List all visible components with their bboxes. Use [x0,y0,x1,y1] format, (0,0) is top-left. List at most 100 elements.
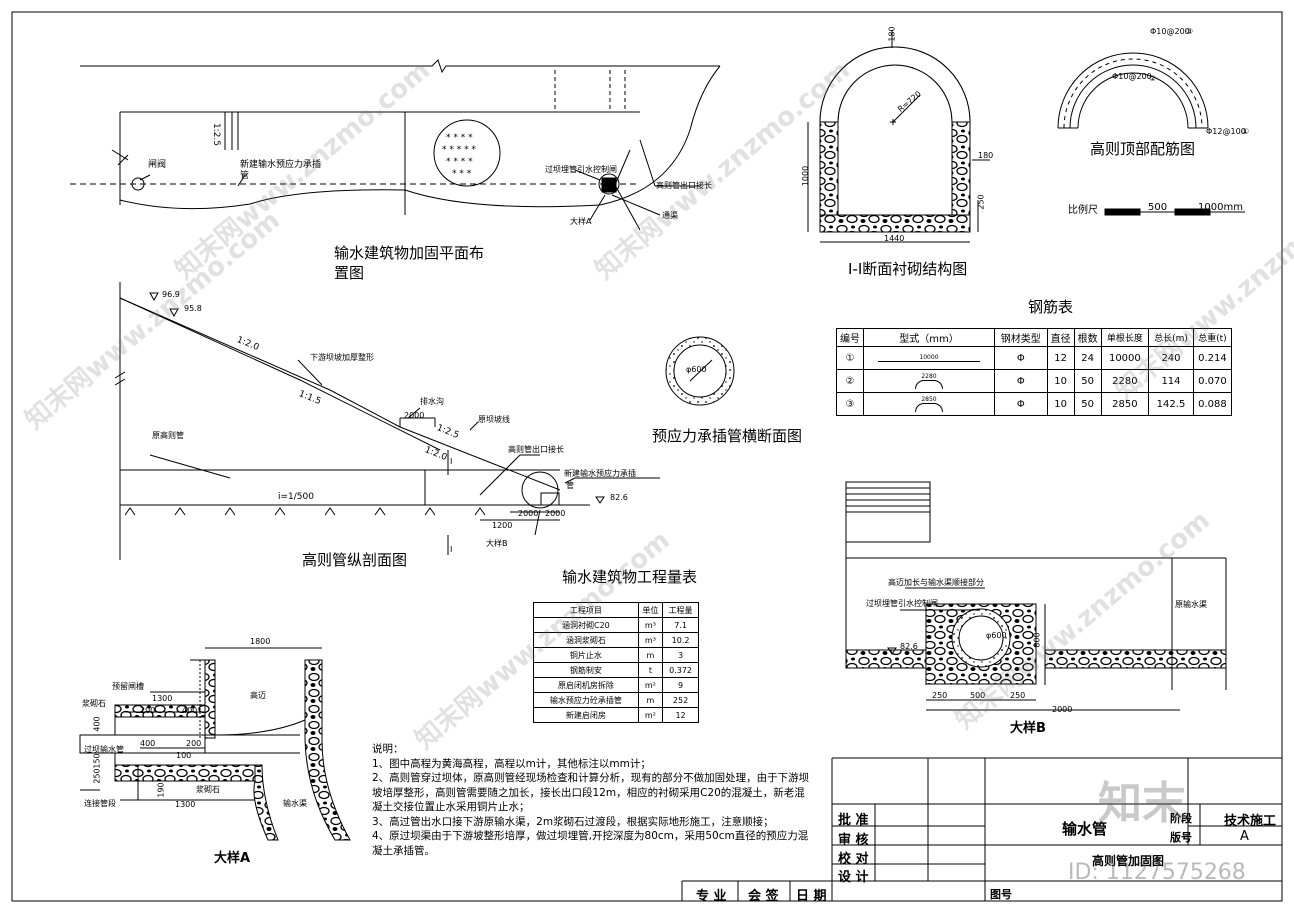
rebar-header: 型式（mm） [862,328,995,347]
plan-title: 输水建筑物加固平面布 [334,244,485,262]
svg-text:* * *: * * * [452,169,472,179]
detail-a-dim-200b: 200 [186,739,202,748]
rebar-header: 直径 [1046,328,1075,347]
slope-note: 下游坝坡加厚整形 [310,353,374,362]
notes: 说明： 1、图中高程为黄海高程，高程以m计，其他标注以mm计； 2、高则管穿过坝… [372,742,812,858]
detail-b-top-label: 高迈加长与输水渠顺接部分 [888,578,984,587]
dim-3: 1200 [492,521,513,530]
section-dim-top: 180 [887,26,897,42]
detail-a-dim-1300b: 1300 [175,800,196,809]
rebar-table: 编号 型式（mm） 钢材类型 直径 根数 单根长度 总长(m) 总重(t) ① … [836,328,1233,416]
longitudinal-title: 高则管纵剖面图 [302,551,408,569]
rebar-dia: 10 [1046,392,1075,416]
dim-2: 2000 [545,509,566,518]
rebar-top-title: 高则顶部配筋图 [1090,140,1196,158]
detail-a-dim-1800: 1800 [250,637,271,646]
tb-drawing-name: 高则管加固图 [1092,854,1165,868]
svg-text:* * * *: * * * * [446,133,473,143]
rebar-no: ① [836,346,864,370]
detail-b-dim-2000: 2000 [1052,705,1073,714]
qty-header: 工程量 [662,602,699,618]
tb-check: 校 对 [838,852,869,867]
tank-pattern: * * * * * * * * * * * * * * * * [442,133,476,179]
tb-sign: 会 签 [748,889,779,904]
table-row: ③ 2850 Φ 10 50 2850 142.5 0.088 [836,392,1233,416]
rebar-dia: 10 [1046,369,1075,393]
table-row: ② 2280 Φ 10 50 2280 114 0.070 [836,369,1233,393]
orig-slope-label: 原坝坡线 [478,415,510,424]
longitudinal-section [114,282,660,560]
plan-channel-label: 通渠 [662,211,678,220]
detail-a-dim-400: 400 [182,706,198,715]
note-item: 4、原过坝渠由于下游坡整形培厚，做过坝埋管,开挖深度为80cm，采用50cm直径… [372,830,809,857]
detail-a-dim-1300: 1300 [152,694,173,703]
rebar-type: Φ [993,346,1048,370]
rebar-type: Φ [993,369,1048,393]
section-dim-bottom: 250 [976,194,986,210]
detail-a-dim-400b: 400 [140,739,156,748]
rebar-weight: 0.070 [1192,369,1233,393]
section-dim-width: 1440 [884,234,905,243]
svg-text:* * * * *: * * * * * [442,145,476,155]
plan-gate-label: 闸阀 [148,160,167,170]
detail-a-v400: 400 [92,716,102,732]
rebar-shape: 10000 [862,346,995,370]
section-mark-bottom: I [450,545,453,554]
detail-a-pipe: 过坝输水管 [84,745,124,754]
tb-date: 日 期 [796,889,827,904]
tb-dwgno: 图号 [990,888,1012,901]
detail-a-dim-100: 100 [176,751,192,760]
rebar-weight: 0.214 [1192,346,1233,370]
detail-a-jiang: 浆砌石 [82,699,106,708]
brand-id: ID: 1127575268 [1068,860,1246,885]
new-pipe-label-2: 管 [566,481,574,490]
rebar-count: 50 [1073,369,1102,393]
detail-a-title: 大样A [214,851,251,866]
rebar-top-r3: Φ12@100 [1206,127,1246,136]
drain-dim: 2000 [404,411,425,420]
detail-a-gao: 高迈 [250,691,266,700]
tb-rev: A [1240,829,1249,844]
rebar-top [1057,52,1209,129]
elevation-1: 96.9 [162,290,180,299]
table-row: ① 10000 Φ 12 24 10000 240 0.214 [836,346,1233,370]
detail-a-v150: 150 [92,753,102,769]
plan-view [70,59,721,231]
rebar-header: 根数 [1073,328,1102,347]
detail-b-dim-500: 500 [970,691,986,700]
section-1-1 [807,30,990,243]
quantity-title: 输水建筑物工程量表 [562,568,698,586]
tb-stage: 技术施工 [1224,814,1277,829]
tb-stage-label: 阶段 [1170,812,1192,825]
rebar-shape: 2280 [862,369,995,393]
tb-approve: 批 准 [838,813,869,828]
rebar-dia: 12 [1046,346,1075,370]
rebar-count: 50 [1073,392,1102,416]
plan-new-pipe-label-2: 管 [240,171,250,181]
rebar-top-n3: ① [1242,127,1250,136]
plan-outlet-label: 高则管出口接长 [656,181,712,190]
rebar-type: Φ [993,392,1048,416]
elevation-2: 95.8 [184,304,202,313]
plan-detail-label: 大样A [570,217,592,226]
rebar-header: 钢材类型 [993,328,1048,347]
detail-a [79,647,351,841]
pipe-diameter: φ600 [686,365,707,374]
elevation-3: 82.6 [610,493,628,502]
detail-b-ref: 大样B [486,539,508,548]
detail-b-dim-250b: 250 [1010,691,1026,700]
scale-bar [1104,208,1245,216]
detail-a-gate: 预留闸槽 [112,682,144,691]
detail-b-title: 大样B [1010,721,1046,736]
notes-heading: 说明： [372,743,404,755]
detail-b-gate: 过坝埋管引水控制闸 [866,599,938,608]
pipe-cross [665,336,735,406]
ext-label: 高则管出口接长 [508,445,564,454]
plan-new-pipe-label: 新建输水预应力承插 [240,160,322,170]
scale-end: 1000mm [1198,202,1243,213]
detail-a-dim-190: 190 [156,782,166,798]
